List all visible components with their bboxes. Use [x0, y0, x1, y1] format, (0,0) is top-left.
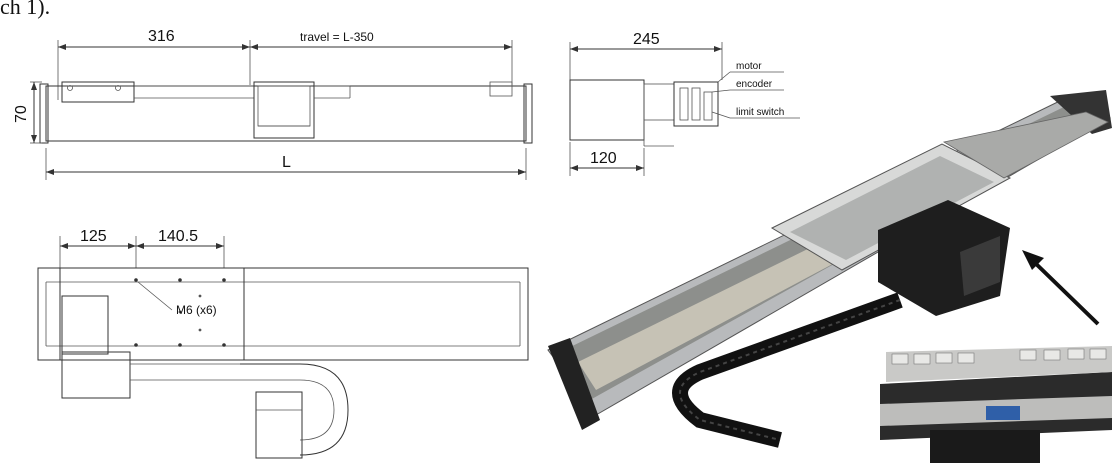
- dim-travel: travel = L-350: [300, 30, 374, 44]
- label-m6-holes: M6 (x6): [176, 303, 217, 317]
- label-encoder: encoder: [736, 79, 773, 90]
- label-limit-switch: limit switch: [736, 107, 784, 118]
- dim-end-offset: 120: [590, 150, 617, 167]
- dim-end-width: 245: [633, 31, 660, 48]
- dim-carriage-offset: 316: [148, 28, 175, 45]
- side-view-drawing: 316 travel = L-350 70 L: [13, 28, 533, 180]
- top-view-drawing: 125 140.5 M6 (x6): [37, 228, 529, 459]
- dim-hole-pitch: 140.5: [158, 228, 198, 245]
- dim-hole-first: 125: [80, 228, 107, 245]
- linear-actuator-photo: [547, 90, 1113, 463]
- caption-fragment: ch 1).: [0, 0, 50, 19]
- end-view-drawing: 245 motor encoder limit switch 120: [569, 31, 800, 176]
- dim-height: 70: [13, 105, 30, 123]
- dim-length: L: [282, 154, 291, 171]
- label-motor: motor: [736, 61, 762, 72]
